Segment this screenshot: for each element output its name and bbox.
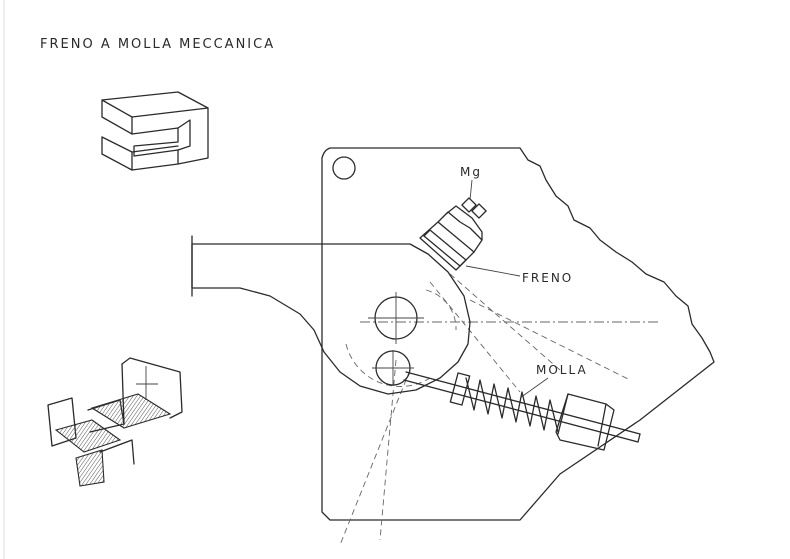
label-freno: FRENO (522, 271, 573, 285)
spring-rod (405, 371, 641, 435)
clip-sketch-3d (47, 357, 183, 487)
mounting-hole (332, 156, 356, 180)
lever-arm (191, 243, 471, 395)
main-plate (321, 147, 715, 521)
spring-coil (449, 372, 559, 433)
label-molla: MOLLA (536, 363, 588, 377)
label-mg: Mg (460, 165, 482, 179)
brake-pad (419, 197, 487, 271)
bracket-sketch-3d (101, 91, 209, 171)
page-title: FRENO A MOLLA MECCANICA (40, 37, 275, 52)
